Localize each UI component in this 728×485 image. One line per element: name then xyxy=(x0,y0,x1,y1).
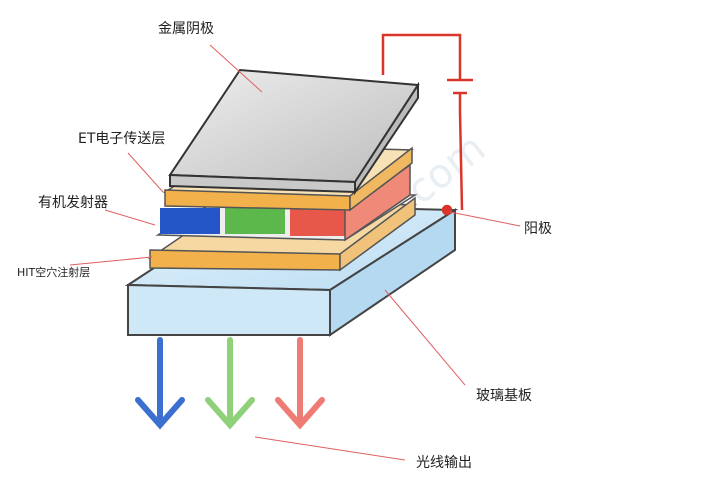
light-arrows xyxy=(135,337,325,430)
red-emitter xyxy=(290,208,345,236)
label-organic-emitter: 有机发射器 xyxy=(38,195,108,211)
blue-light-arrow-icon xyxy=(135,337,185,430)
metal-cathode xyxy=(168,68,420,196)
label-anode: 阳极 xyxy=(524,221,552,237)
green-light-arrow-icon xyxy=(205,337,255,430)
label-light-output: 光线输出 xyxy=(416,455,472,471)
blue-emitter xyxy=(160,208,220,234)
leader-lines xyxy=(69,44,521,461)
label-electron-transport: ET电子传送层 xyxy=(78,131,166,147)
circuit-wire xyxy=(381,33,473,216)
label-hole-injection: HIT空穴注射层 xyxy=(17,266,91,279)
label-glass-substrate: 玻璃基板 xyxy=(476,388,532,404)
red-light-arrow-icon xyxy=(275,337,325,430)
green-emitter xyxy=(225,208,285,234)
label-metal-cathode: 金属阴极 xyxy=(158,21,214,37)
